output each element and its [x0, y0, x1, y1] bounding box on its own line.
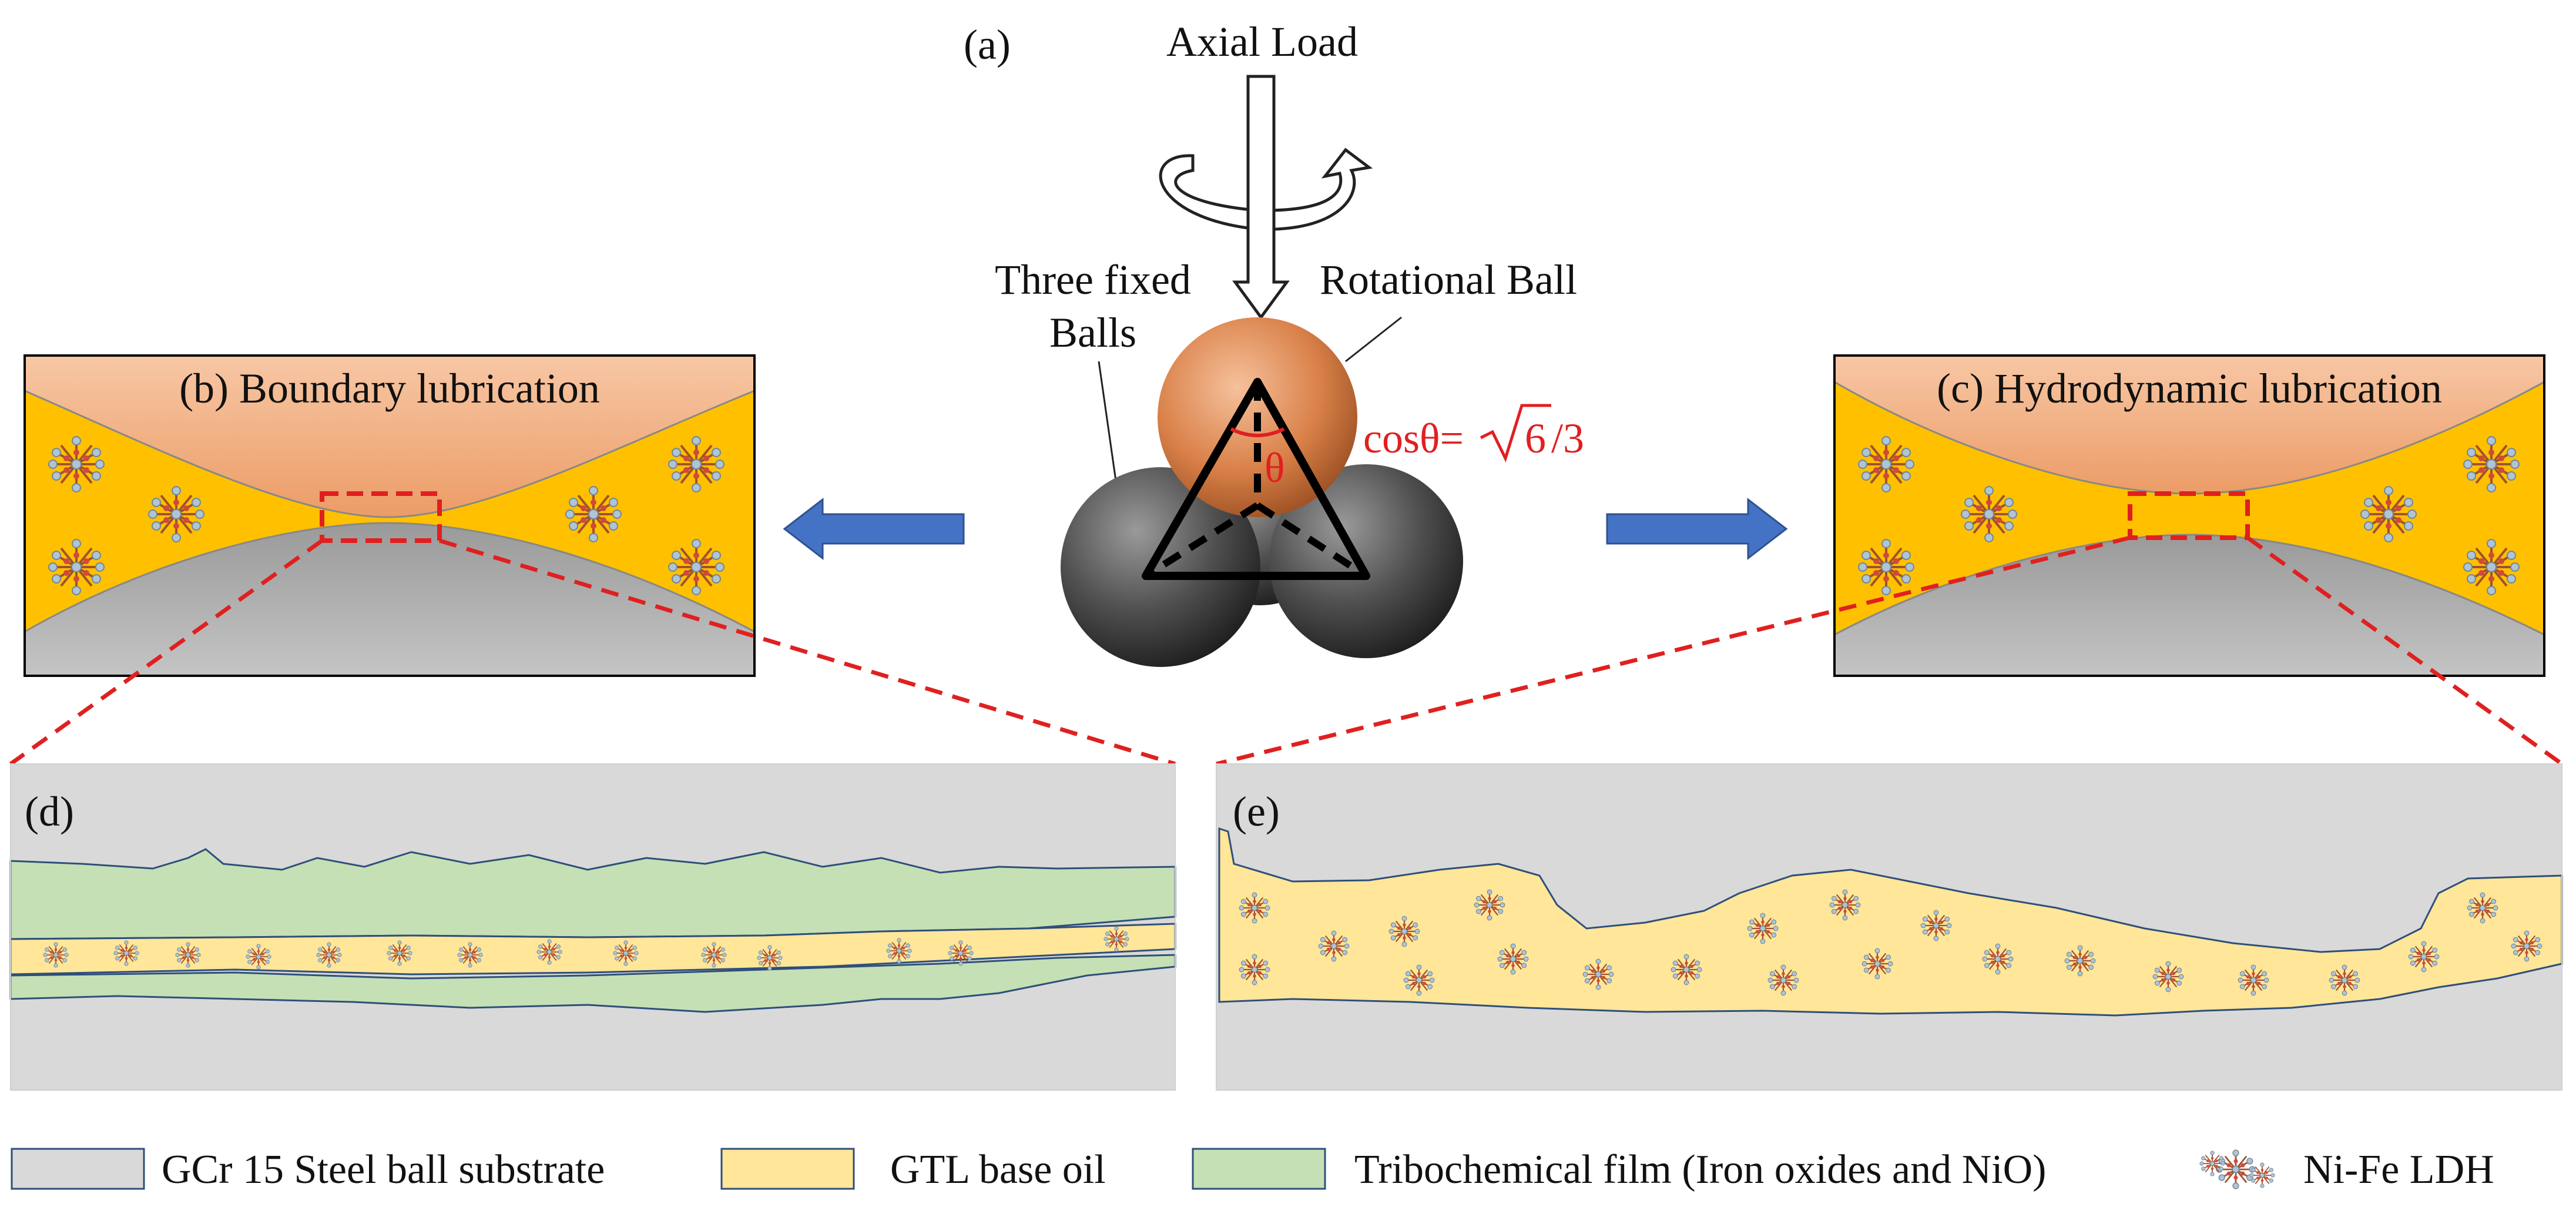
- three-fixed-balls-label-2: Balls: [1049, 309, 1136, 356]
- axial-load-arrow-icon: [1232, 75, 1290, 320]
- legend: GCr 15 Steel ball substrate GTL base oil…: [11, 1147, 2494, 1192]
- three-fixed-balls-pointer: [1098, 361, 1118, 485]
- arrow-to-hydrodynamic-icon: [1606, 497, 1788, 561]
- panel-b: (b) Boundary lubrication: [24, 354, 756, 677]
- legend-item-oil: GTL base oil: [720, 1147, 1106, 1192]
- hydrodynamic-contact-highlight: [2128, 491, 2250, 540]
- legend-label-oil: GTL base oil: [890, 1147, 1106, 1192]
- svg-text:6: 6: [1525, 415, 1546, 462]
- rotational-ball-label: Rotational Ball: [1320, 256, 1577, 303]
- panel-c-title: (c) Hydrodynamic lubrication: [1937, 365, 2442, 412]
- oil-layer-e: [1218, 827, 2563, 1017]
- legend-swatch-oil: [720, 1148, 855, 1190]
- axial-load-label: Axial Load: [1166, 18, 1358, 65]
- panel-e-tag: (e): [1233, 788, 1280, 835]
- cos-theta-formula: cosθ= 6 /3: [1363, 404, 1584, 462]
- arrow-to-boundary-icon: [783, 497, 965, 561]
- theta-label: θ: [1264, 444, 1285, 491]
- legend-swatch-film: [1192, 1148, 1326, 1190]
- legend-swatch-steel: [11, 1148, 145, 1190]
- tetrahedron-geometry: [1142, 378, 1370, 580]
- panel-a-tag: (a): [964, 21, 1011, 68]
- legend-label-steel: GCr 15 Steel ball substrate: [162, 1147, 605, 1192]
- legend-item-film: Tribochemical film (Iron oxides and NiO): [1192, 1147, 2046, 1192]
- svg-text:/3: /3: [1551, 415, 1584, 462]
- panel-e: (e): [1216, 763, 2563, 1091]
- panel-d: (d): [9, 763, 1176, 1091]
- oil-layer-d: [9, 923, 1176, 975]
- svg-text:cosθ=: cosθ=: [1363, 415, 1464, 462]
- zoom-connectors: [9, 535, 2564, 766]
- panel-d-tag: (d): [25, 788, 74, 835]
- legend-label-ldh: Ni-Fe LDH: [2303, 1147, 2494, 1192]
- fixed-ball-right: [1269, 464, 1463, 658]
- panel-a: (a) Axial Load Three fixed Balls Rotatio…: [964, 18, 1584, 667]
- tribofilm-lower: [9, 954, 1176, 1013]
- legend-item-steel: GCr 15 Steel ball substrate: [11, 1147, 605, 1192]
- boundary-contact-highlight: [320, 491, 442, 543]
- rotational-ball-pointer: [1345, 316, 1402, 363]
- panel-b-title: (b) Boundary lubrication: [179, 365, 600, 412]
- legend-item-ldh: Ni-Fe LDH: [2199, 1147, 2494, 1192]
- rotation-arrow-icon: [1159, 147, 1373, 231]
- legend-label-film: Tribochemical film (Iron oxides and NiO): [1354, 1147, 2046, 1192]
- three-fixed-balls-label-1: Three fixed: [995, 256, 1191, 303]
- panel-c: (c) Hydrodynamic lubrication: [1833, 354, 2545, 677]
- fixed-ball-left: [1061, 467, 1260, 667]
